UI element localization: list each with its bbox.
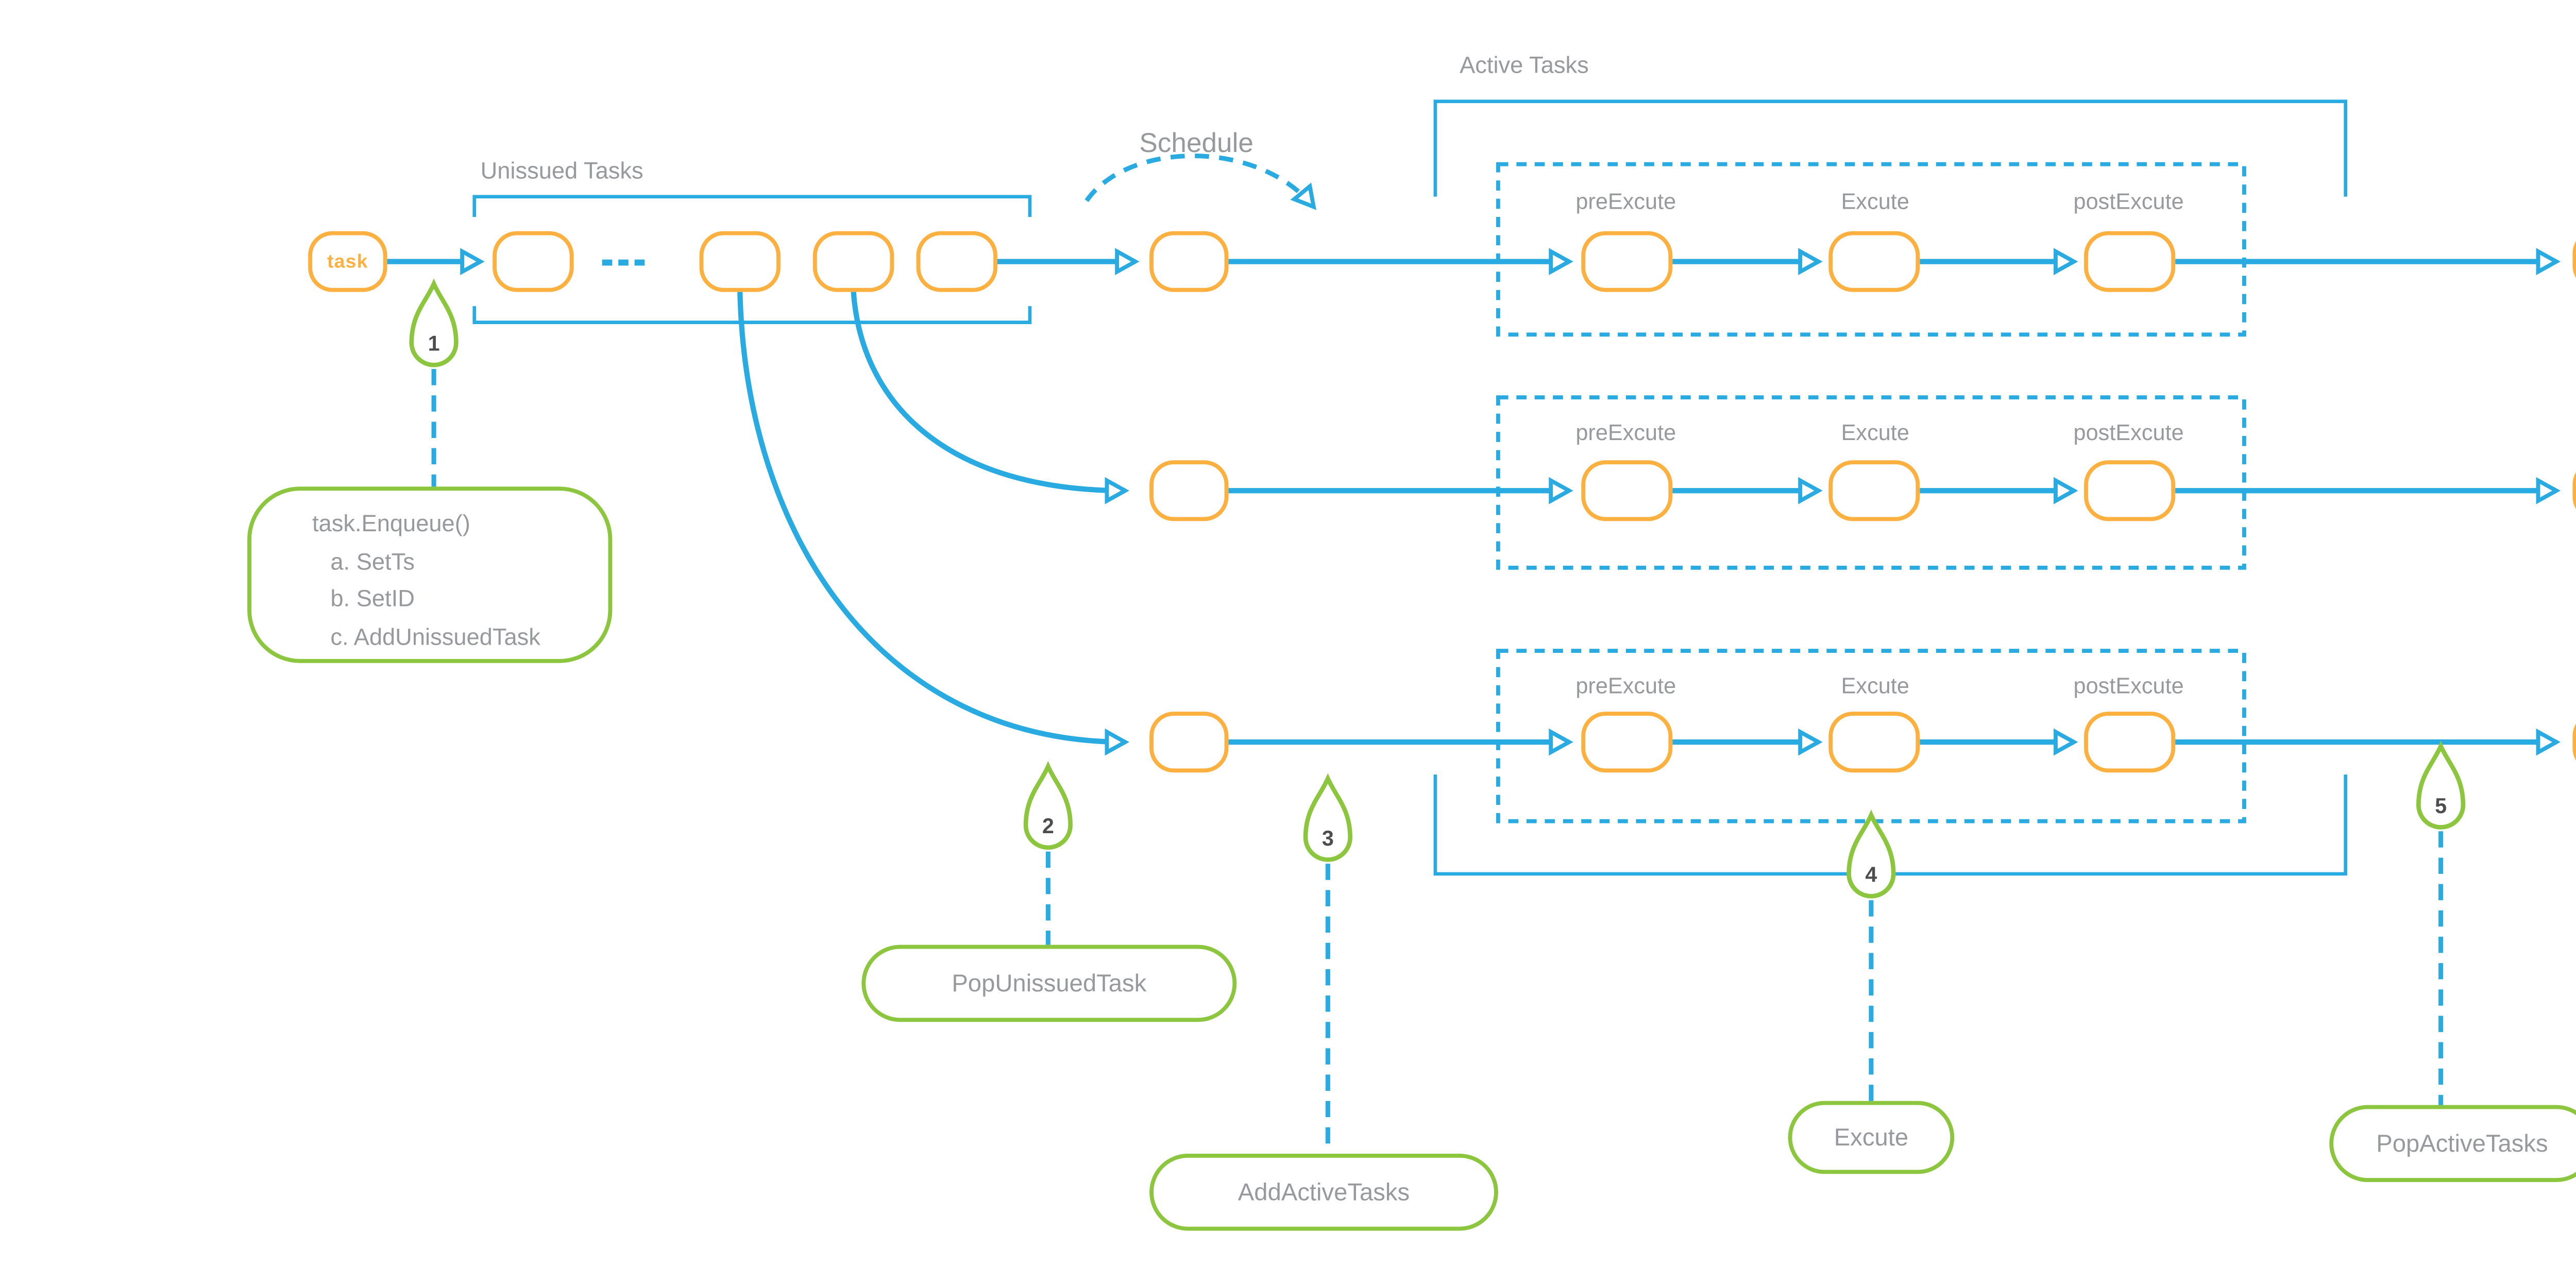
group-brackets bbox=[472, 99, 2348, 876]
scheduled-node-row1 bbox=[1149, 231, 1229, 292]
queue-ellipsis-icon bbox=[602, 259, 644, 265]
unissued-tasks-label: Unissued Tasks bbox=[480, 160, 643, 185]
unissued-tasks-top-bracket bbox=[472, 195, 1032, 217]
execute-node-row3 bbox=[1828, 712, 1920, 773]
active-tasks-label: Active Tasks bbox=[1460, 55, 1589, 79]
lane2-pre-execute-label: preExcute bbox=[1575, 421, 1676, 446]
lane3-pre-execute-label: preExcute bbox=[1575, 675, 1676, 700]
annotation-label: Excute bbox=[1834, 1123, 1909, 1152]
marker2-annotation-box: PopUnissuedTask bbox=[861, 944, 1237, 1022]
marker2-number: 2 bbox=[1042, 815, 1054, 840]
task-node-label: task bbox=[327, 250, 368, 273]
queue-node-1 bbox=[493, 231, 574, 292]
annotation-label: PopUnissuedTask bbox=[952, 969, 1147, 998]
annotation-line: a. SetTs bbox=[330, 550, 415, 575]
task-node: task bbox=[308, 231, 387, 292]
marker-connector-lines bbox=[431, 369, 2444, 1154]
marker4-annotation-box: Excute bbox=[1788, 1101, 1955, 1174]
lane1-pre-execute-label: preExcute bbox=[1575, 190, 1676, 215]
lane1-execute-label: Excute bbox=[1841, 190, 1909, 215]
marker4-number: 4 bbox=[1865, 864, 1877, 888]
annotation-line: task.Enqueue() bbox=[312, 513, 470, 537]
marker3-annotation-box: AddActiveTasks bbox=[1149, 1153, 1498, 1231]
annotation-label: PopActiveTasks bbox=[2376, 1129, 2548, 1158]
marker3-number: 3 bbox=[1321, 827, 1334, 852]
pre-execute-node-row3 bbox=[1581, 712, 1673, 773]
scheduled-node-row3 bbox=[1149, 712, 1229, 773]
lane3-execute-label: Excute bbox=[1841, 675, 1909, 700]
active-tasks-top-bracket bbox=[1433, 99, 2348, 197]
marker5-annotation-box: PopActiveTasks bbox=[2329, 1105, 2576, 1183]
row2-arrows bbox=[851, 292, 2561, 504]
lane1-dashed-box bbox=[1496, 162, 2246, 337]
queue-node-3 bbox=[812, 231, 894, 292]
queue-node-4 bbox=[916, 231, 997, 292]
post-execute-node-row1 bbox=[2084, 231, 2176, 292]
marker5-number: 5 bbox=[2435, 795, 2447, 819]
post-execute-node-row2 bbox=[2084, 460, 2176, 521]
schedule-label: Schedule bbox=[1139, 127, 1253, 158]
execute-node-row2 bbox=[1828, 460, 1920, 521]
curve-queue-to-schedule-2 bbox=[851, 292, 1129, 504]
lane3-dashed-box bbox=[1496, 649, 2246, 823]
lane2-dashed-box bbox=[1496, 395, 2246, 570]
annotation-label: AddActiveTasks bbox=[1238, 1178, 1410, 1207]
row3-arrows bbox=[737, 292, 2561, 756]
lane2-execute-label: Excute bbox=[1841, 421, 1909, 446]
annotation-line: c. AddUnissuedTask bbox=[330, 625, 540, 650]
marker1-annotation-box: task.Enqueue() a. SetTs b. SetID c. AddU… bbox=[247, 486, 613, 663]
curve-queue-to-schedule-3 bbox=[737, 292, 1129, 756]
marker1-number: 1 bbox=[428, 332, 440, 357]
unissued-tasks-bottom-bracket bbox=[472, 306, 1032, 324]
lane3-post-execute-label: postExcute bbox=[2073, 675, 2184, 700]
lane2-post-execute-label: postExcute bbox=[2073, 421, 2184, 446]
active-lane-dashed-boxes bbox=[1496, 162, 2246, 823]
lane1-post-execute-label: postExcute bbox=[2073, 190, 2184, 215]
pre-execute-node-row1 bbox=[1581, 231, 1673, 292]
scheduled-node-row2 bbox=[1149, 460, 1229, 521]
pre-execute-node-row2 bbox=[1581, 460, 1673, 521]
queue-node-2 bbox=[699, 231, 781, 292]
group-marker-pins bbox=[412, 284, 2463, 896]
execute-node-row1 bbox=[1828, 231, 1920, 292]
schedule-dashed-arc-arrow bbox=[1084, 153, 1316, 210]
annotation-line: b. SetID bbox=[330, 588, 415, 613]
post-execute-node-row3 bbox=[2084, 712, 2176, 773]
